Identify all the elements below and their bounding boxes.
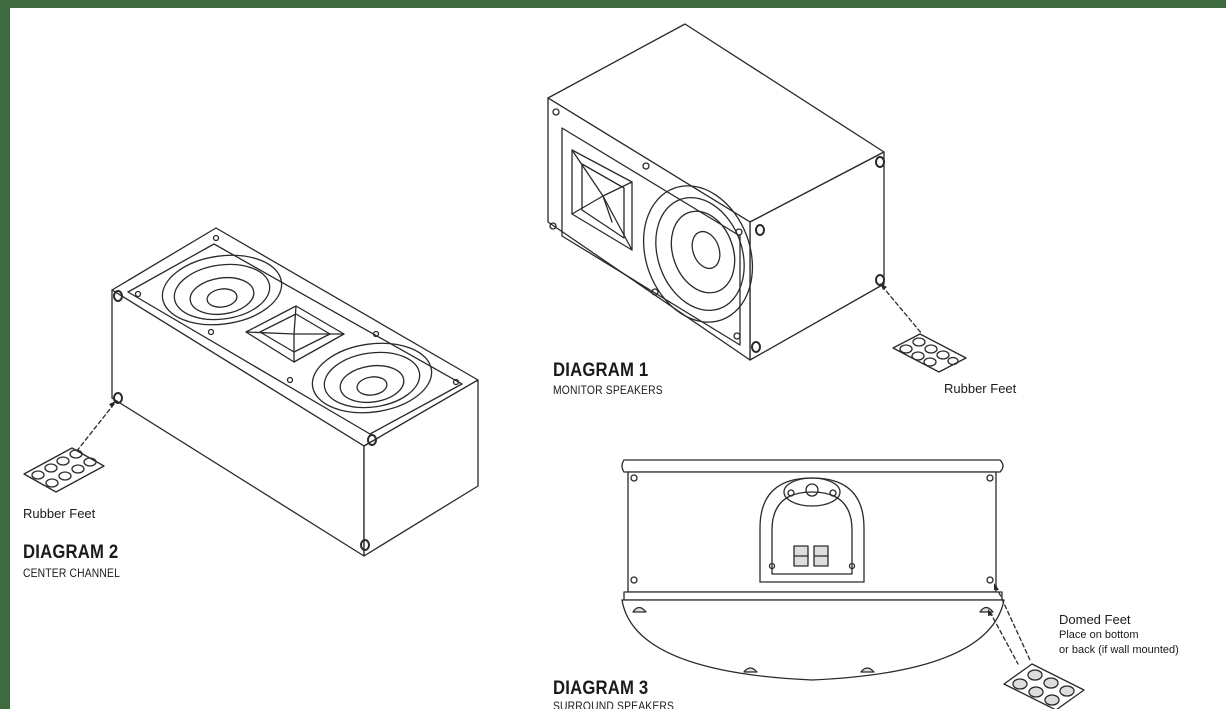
diagram-2-subtitle: CENTER CHANNEL bbox=[23, 566, 121, 580]
diagram-3-title: DIAGRAM 3 bbox=[553, 678, 649, 699]
diagram-3-subtitle: SURROUND SPEAKERS bbox=[553, 699, 675, 709]
domed-feet-sheet bbox=[1003, 663, 1085, 709]
diagram-3-feet-label: Domed Feet bbox=[1059, 612, 1131, 627]
rubber-feet-sheet-1 bbox=[892, 333, 967, 373]
surround-speaker-illustration bbox=[621, 459, 1031, 681]
blank-area bbox=[10, 8, 370, 118]
rubber-feet-sheet-2 bbox=[23, 447, 105, 493]
diagram-1-feet-label: Rubber Feet bbox=[944, 381, 1017, 396]
diagram-3-feet-note-2: or back (if wall mounted) bbox=[1059, 644, 1179, 656]
diagram-2-title: DIAGRAM 2 bbox=[23, 542, 119, 563]
frame-top-border bbox=[0, 0, 1226, 8]
diagram-3-feet-note-1: Place on bottom bbox=[1059, 629, 1139, 641]
diagram-1-title: DIAGRAM 1 bbox=[553, 360, 649, 381]
monitor-speaker-illustration bbox=[547, 23, 923, 361]
frame-left-border bbox=[0, 0, 10, 709]
diagram-2-feet-label: Rubber Feet bbox=[23, 506, 96, 521]
diagram-1-subtitle: MONITOR SPEAKERS bbox=[553, 383, 663, 397]
center-channel-illustration bbox=[75, 227, 479, 557]
